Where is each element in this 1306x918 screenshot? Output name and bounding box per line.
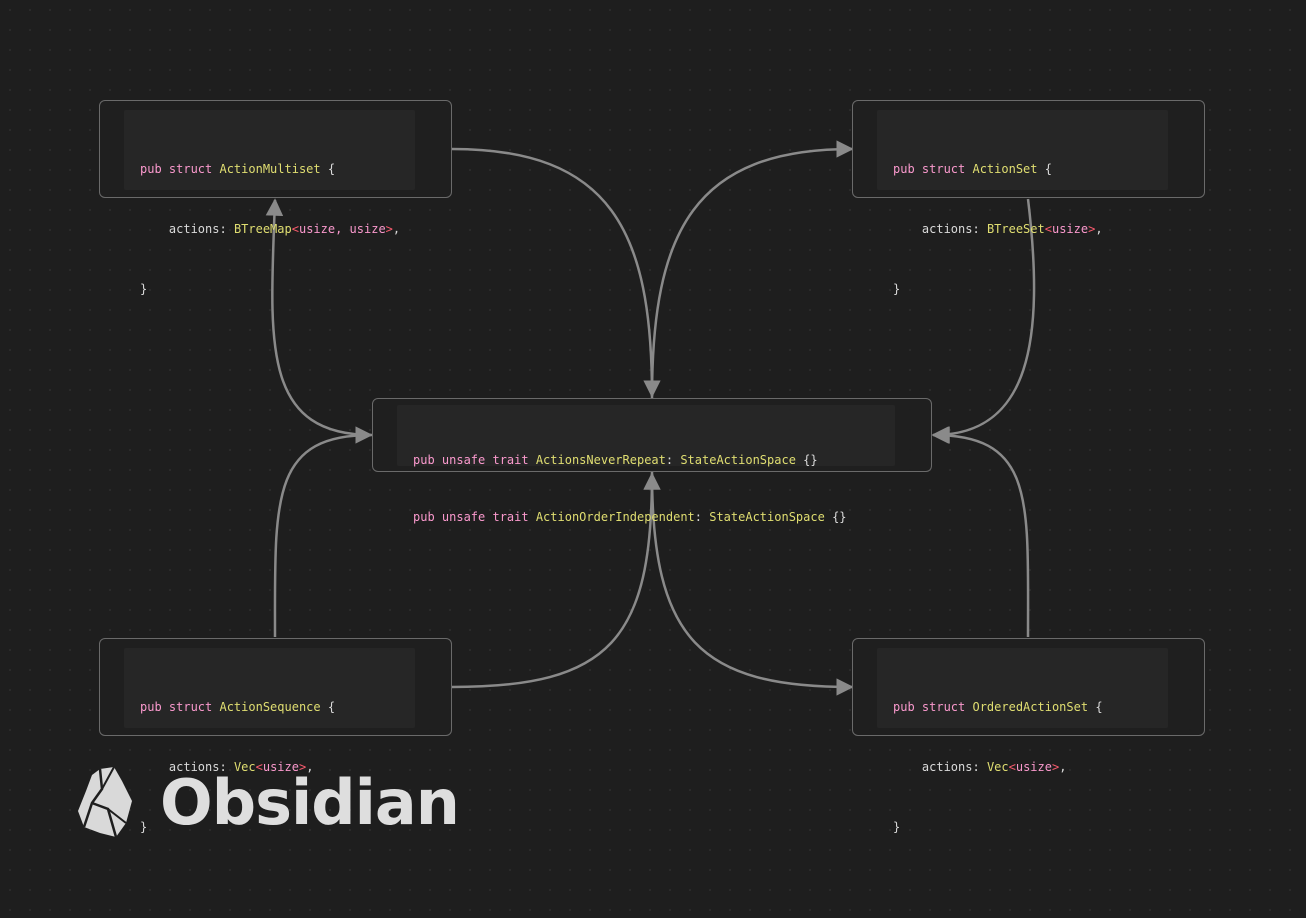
trait-body: {} [803, 453, 818, 467]
brand-logo: Obsidian [78, 766, 460, 839]
edge-sequence-to-traits-bottom [451, 472, 661, 689]
edge-set-to-traits [932, 198, 1036, 444]
node-action-sequence[interactable]: pub struct ActionSequence { actions: Vec… [99, 638, 452, 834]
edge-traits-to-multiset [265, 198, 373, 437]
edge-traits-to-ordered-set [650, 471, 854, 696]
keyword: pub struct [893, 700, 966, 714]
container-type: Vec [233, 760, 256, 774]
code-block: pub struct ActionSet { actions: BTreeSet… [877, 110, 1168, 296]
struct-name: ActionSequence [219, 700, 321, 714]
struct-name: OrderedActionSet [972, 700, 1089, 714]
container-type: BTreeMap [233, 222, 292, 236]
edge-multiset-to-traits [451, 147, 661, 398]
keyword: pub unsafe trait [413, 453, 529, 467]
code-block: pub unsafe trait ActionsNeverRepeat: Sta… [397, 405, 895, 524]
type-args: usize [262, 760, 299, 774]
keyword: pub struct [140, 162, 213, 176]
field-name: actions [921, 222, 973, 236]
trait-body: {} [832, 510, 847, 524]
brand-name: Obsidian [160, 766, 460, 839]
edge-sequence-to-traits [273, 426, 373, 638]
struct-name: ActionMultiset [219, 162, 321, 176]
trait-bound: StateActionSpace [680, 453, 796, 467]
field-name: actions [168, 222, 220, 236]
keyword: pub struct [140, 700, 213, 714]
edge-traits-to-set [650, 140, 854, 399]
code-block: pub struct ActionMultiset { actions: BTr… [124, 110, 415, 296]
node-action-multiset[interactable]: pub struct ActionMultiset { actions: BTr… [99, 100, 452, 296]
code-block: pub struct ActionSequence { actions: Vec… [124, 648, 415, 834]
edge-ordered-set-to-traits [931, 426, 1030, 638]
node-action-set[interactable]: pub struct ActionSet { actions: BTreeSet… [852, 100, 1205, 296]
obsidian-logo-icon [78, 767, 132, 838]
type-args: usize, usize [298, 222, 386, 236]
trait-name: ActionOrderIndependent [535, 510, 695, 524]
code-block: pub struct OrderedActionSet { actions: V… [877, 648, 1168, 834]
field-name: actions [168, 760, 220, 774]
trait-name: ActionsNeverRepeat [535, 453, 666, 467]
trait-bound: StateActionSpace [709, 510, 825, 524]
container-type: Vec [986, 760, 1009, 774]
keyword: pub struct [893, 162, 966, 176]
struct-name: ActionSet [972, 162, 1038, 176]
node-traits[interactable]: pub unsafe trait ActionsNeverRepeat: Sta… [372, 398, 932, 524]
node-ordered-action-set[interactable]: pub struct OrderedActionSet { actions: V… [852, 638, 1205, 834]
field-name: actions [921, 760, 973, 774]
type-args: usize [1051, 222, 1089, 236]
container-type: BTreeSet [986, 222, 1045, 236]
type-args: usize [1015, 760, 1052, 774]
keyword: pub unsafe trait [413, 510, 529, 524]
